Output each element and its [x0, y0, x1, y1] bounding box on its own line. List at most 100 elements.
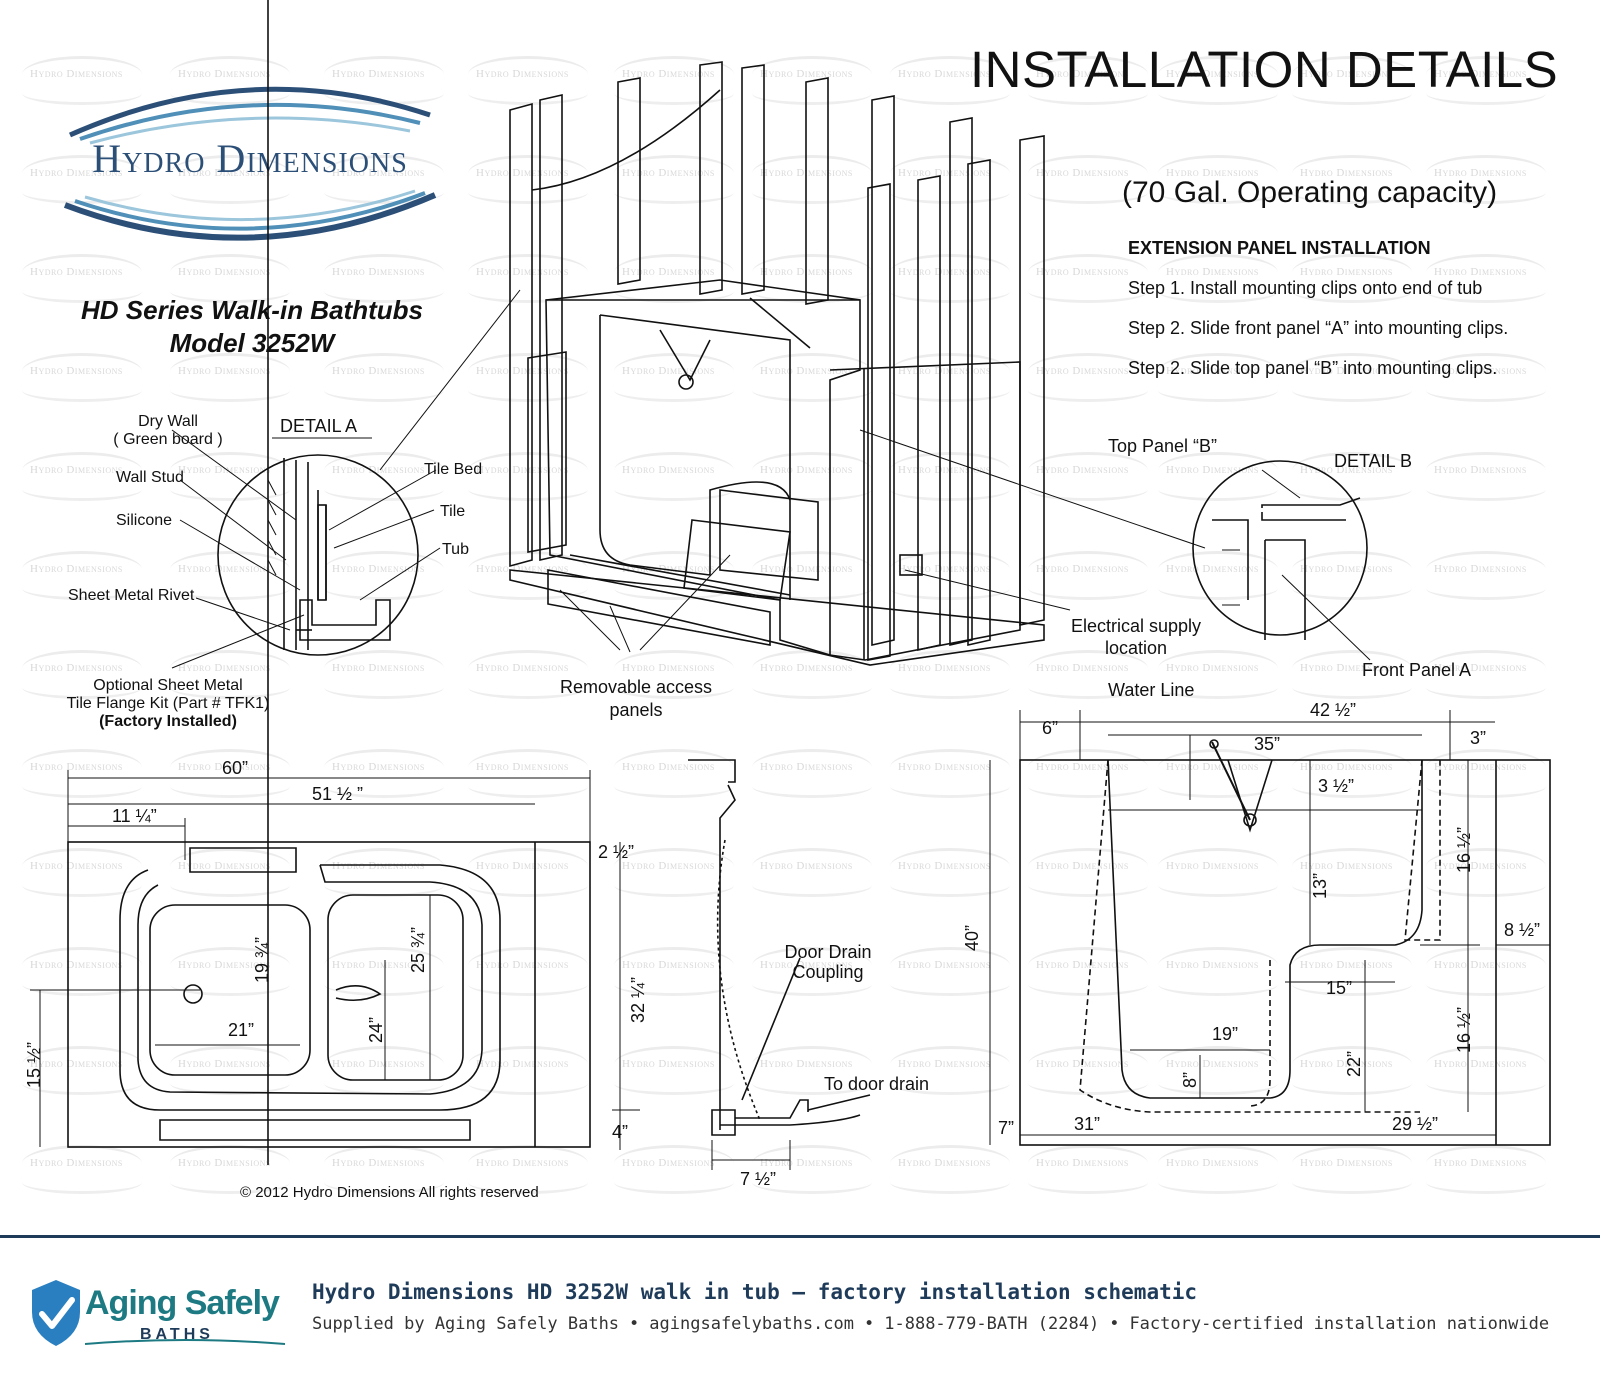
watermark-tile: Hydro Dimensions — [1028, 254, 1148, 303]
shield-check-icon — [32, 1280, 80, 1346]
dim-7: 7” — [998, 1118, 1014, 1138]
footer-title: Hydro Dimensions HD 3252W walk in tub — … — [312, 1280, 1198, 1304]
watermark-tile: Hydro Dimensions — [22, 947, 142, 996]
brand-underline-swoosh — [85, 1339, 285, 1345]
dim-29-5: 29 ½” — [1392, 1114, 1438, 1134]
watermark-tile: Hydro Dimensions — [1158, 1145, 1278, 1194]
detail-a-title: DETAIL A — [280, 416, 357, 436]
watermark-tile: Hydro Dimensions — [1426, 353, 1546, 402]
watermark-tile: Hydro Dimensions — [752, 848, 872, 897]
dim-35: 35” — [1254, 734, 1280, 754]
watermark-tile: Hydro Dimensions — [1158, 1046, 1278, 1095]
dim-40: 40” — [962, 925, 982, 951]
watermark-tile: Hydro Dimensions — [22, 848, 142, 897]
label-front-panel: Front Panel A — [1362, 660, 1471, 680]
label-flange-2: Tile Flange Kit (Part # TFK1) — [67, 695, 270, 712]
dim-4: 4” — [612, 1122, 628, 1142]
watermark-tile: Hydro Dimensions — [752, 56, 872, 105]
watermark-tile: Hydro Dimensions — [614, 1145, 734, 1194]
page-title: INSTALLATION DETAILS — [970, 41, 1559, 98]
watermark-tile: Hydro Dimensions — [1426, 749, 1546, 798]
watermark-tile: Hydro Dimensions — [324, 254, 444, 303]
dim-3: 3” — [1470, 728, 1486, 748]
watermark-tile: Hydro Dimensions — [890, 1145, 1010, 1194]
logo-wordmark: Hydro Dimensions — [92, 136, 408, 181]
step-3: Step 2. Slide top panel “B” into mountin… — [1128, 358, 1498, 378]
bottom-access-panel — [547, 569, 771, 646]
watermark-tile: Hydro Dimensions — [1292, 1046, 1412, 1095]
watermark-tile: Hydro Dimensions — [1292, 650, 1412, 699]
watermark-tile: Hydro Dimensions — [1028, 1145, 1148, 1194]
series-line-1: HD Series Walk-in Bathtubs — [81, 295, 423, 325]
aging-safely-logo[interactable]: Aging Safely BATHS — [30, 1278, 285, 1358]
watermark-tile: Hydro Dimensions — [1158, 353, 1278, 402]
schematic-drawing: DETAIL A Dry Wall ( Green board ) Wall S… — [24, 0, 1551, 1189]
logo-waves — [63, 86, 437, 241]
watermark-tile: Hydro Dimensions — [170, 1046, 290, 1095]
watermark-tile: Hydro Dimensions — [324, 650, 444, 699]
watermark-tile: Hydro Dimensions — [468, 155, 588, 204]
dim-8: 8” — [1180, 1072, 1200, 1088]
side-elevation — [1019, 739, 1551, 1146]
watermark-tile: Hydro Dimensions — [1158, 848, 1278, 897]
dim-2-5: 2 ½” — [598, 842, 634, 862]
extension-heading: EXTENSION PANEL INSTALLATION — [1128, 238, 1431, 258]
watermark-tile: Hydro Dimensions — [1292, 1145, 1412, 1194]
watermark-tile: Hydro Dimensions — [170, 749, 290, 798]
watermark-tile: Hydro Dimensions — [890, 749, 1010, 798]
dim-24: 24” — [366, 1017, 386, 1043]
side-dimension-lines — [989, 710, 1550, 1145]
watermark-tile: Hydro Dimensions — [1426, 848, 1546, 897]
label-water-line: Water Line — [1108, 680, 1194, 700]
watermark-tile: Hydro Dimensions — [170, 551, 290, 600]
website-link[interactable]: agingsafelybaths.com — [649, 1314, 854, 1334]
label-access-1: Removable access — [560, 677, 712, 697]
watermark-tile: Hydro Dimensions — [170, 848, 290, 897]
watermark-tile: Hydro Dimensions — [1426, 1046, 1546, 1095]
watermark-tile: Hydro Dimensions — [22, 1046, 142, 1095]
label-rivet: Sheet Metal Rivet — [68, 587, 195, 604]
watermark-tile: Hydro Dimensions — [1028, 650, 1148, 699]
iso-tub — [527, 279, 1021, 661]
watermark-tile: Hydro Dimensions — [1158, 56, 1278, 105]
watermark-tile: Hydro Dimensions — [1028, 56, 1148, 105]
dim-15: 15” — [1326, 978, 1352, 998]
watermark-tile: Hydro Dimensions — [1426, 56, 1546, 105]
watermark-tile: Hydro Dimensions — [614, 749, 734, 798]
label-dry-wall: Dry Wall — [138, 413, 198, 430]
label-flange-1: Optional Sheet Metal — [93, 677, 242, 694]
label-flange-3: (Factory Installed) — [99, 713, 237, 730]
watermark-tile: Hydro Dimensions — [324, 155, 444, 204]
label-coupling: Coupling — [792, 962, 863, 982]
watermark-tile: Hydro Dimensions — [614, 1046, 734, 1095]
watermark-tile: Hydro Dimensions — [1426, 650, 1546, 699]
label-to-door-drain: To door drain — [824, 1074, 929, 1094]
watermark-tile: Hydro Dimensions — [324, 947, 444, 996]
brand-name: Aging Safely — [85, 1284, 280, 1322]
phone-link[interactable]: 1-888-779-BATH (2284) — [884, 1314, 1100, 1334]
watermark-tile: Hydro Dimensions — [1426, 254, 1546, 303]
footer-subline: Supplied by Aging Safely Baths • agingsafe… — [312, 1314, 1549, 1334]
bullet-sep: • — [864, 1314, 875, 1334]
label-electrical-2: location — [1105, 638, 1167, 658]
dim-32-25: 32 ¼” — [628, 977, 648, 1023]
watermark-tile: Hydro Dimensions — [22, 353, 142, 402]
supplier-text: Supplied by Aging Safely Baths — [312, 1314, 620, 1334]
watermark-tile: Hydro Dimensions — [170, 56, 290, 105]
watermark-tile: Hydro Dimensions — [22, 551, 142, 600]
install-note: Factory-certified installation nationwid… — [1129, 1314, 1550, 1334]
dim-6: 6” — [1042, 718, 1058, 738]
bullet-sep: • — [1109, 1314, 1120, 1334]
watermark-tile: Hydro Dimensions — [752, 353, 872, 402]
dim-13: 13” — [1310, 873, 1330, 899]
label-electrical-1: Electrical supply — [1071, 616, 1201, 636]
dim-60: 60” — [222, 758, 248, 778]
watermark-tile: Hydro Dimensions — [22, 254, 142, 303]
label-access-2: panels — [609, 700, 662, 720]
watermark-tile: Hydro Dimensions — [468, 254, 588, 303]
dim-25-75: 25 ¾” — [408, 927, 428, 973]
watermark-tile: Hydro Dimensions — [1158, 749, 1278, 798]
watermark-tile: Hydro Dimensions — [468, 947, 588, 996]
door-access-panel — [683, 519, 791, 601]
plan-dimension-lines — [30, 770, 640, 1150]
